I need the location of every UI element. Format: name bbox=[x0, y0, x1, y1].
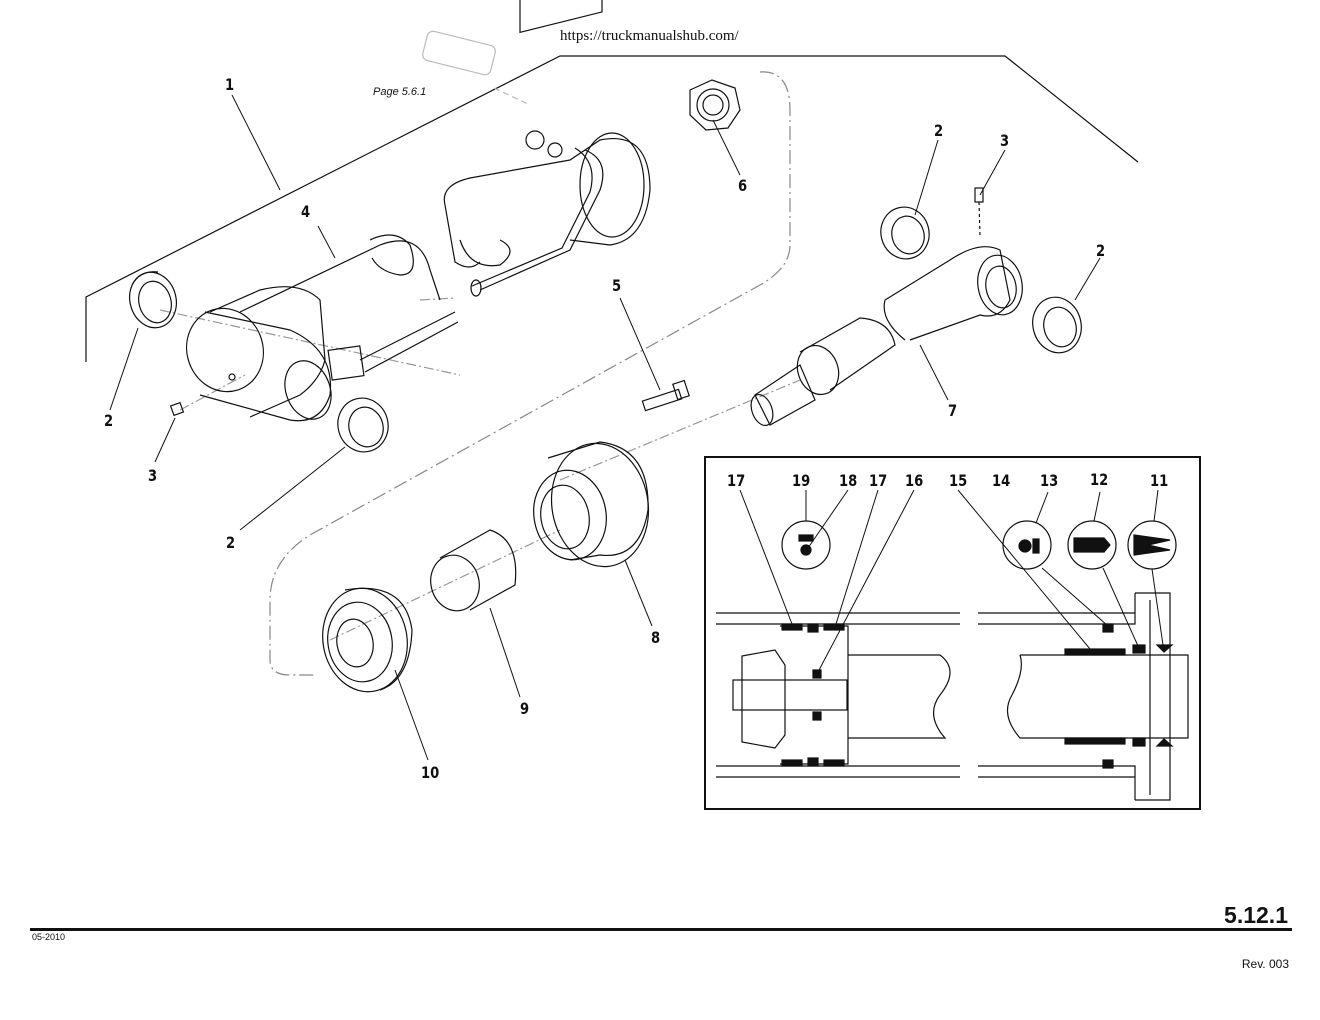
piston bbox=[322, 587, 413, 693]
grease-fitting-left bbox=[169, 401, 185, 417]
callout-8: 8 bbox=[651, 628, 661, 647]
detail-callout-12: 12 bbox=[1090, 470, 1109, 489]
callout-3: 3 bbox=[1000, 131, 1010, 150]
revision-date: 05-2010 bbox=[32, 932, 66, 942]
detail-callout-11: 11 bbox=[1150, 471, 1169, 490]
callout-5: 5 bbox=[612, 276, 622, 295]
callout-7: 7 bbox=[948, 401, 958, 420]
bushing-lower-left bbox=[337, 397, 389, 453]
detail-callout-14: 14 bbox=[992, 471, 1011, 490]
section-gland bbox=[978, 592, 1189, 801]
upper-cylinder bbox=[443, 0, 651, 297]
callout-10: 10 bbox=[421, 763, 440, 782]
revision-label: Rev. 003 bbox=[1241, 957, 1289, 971]
grease-fitting-right bbox=[974, 187, 984, 236]
detail-callout-19: 19 bbox=[792, 471, 811, 490]
source-url[interactable]: https://truckmanualshub.com/ bbox=[560, 28, 739, 44]
piston-rod bbox=[750, 317, 896, 427]
callout-4: 4 bbox=[301, 202, 311, 221]
rod-eye bbox=[883, 246, 1023, 341]
detail-callout-16: 16 bbox=[905, 471, 924, 490]
seal-detail-box bbox=[704, 456, 1201, 810]
bolt bbox=[641, 379, 690, 412]
detail-callout-17: 17 bbox=[869, 471, 888, 490]
gland-nut bbox=[689, 79, 741, 131]
callout-2: 2 bbox=[226, 533, 236, 552]
spacer-tube bbox=[430, 529, 517, 612]
bushing-lower-right bbox=[1032, 296, 1082, 354]
gland-housing bbox=[533, 441, 650, 568]
detail-callout-13: 13 bbox=[1040, 471, 1059, 490]
seal-symbols bbox=[781, 520, 1177, 570]
callout-1: 1 bbox=[225, 75, 235, 94]
hydraulic-fitting bbox=[422, 30, 531, 106]
cylinder-body bbox=[186, 234, 459, 422]
footer-rule bbox=[30, 928, 1292, 931]
callout-2: 2 bbox=[934, 121, 944, 140]
reference-page-label[interactable]: Page 5.6.1 bbox=[373, 86, 427, 98]
detail-callout-15: 15 bbox=[949, 471, 968, 490]
detail-callout-18: 18 bbox=[839, 471, 858, 490]
callout-3: 3 bbox=[148, 466, 158, 485]
bushing-upper-left bbox=[129, 271, 177, 329]
assembly-envelope bbox=[269, 71, 791, 676]
detail-leader-lines bbox=[739, 489, 1164, 673]
callout-2: 2 bbox=[104, 411, 114, 430]
assembly-panel-outline bbox=[85, 55, 1139, 362]
callout-2: 2 bbox=[1096, 241, 1106, 260]
page-number: 5.12.1 bbox=[1224, 902, 1288, 928]
bushing-upper-right bbox=[880, 206, 930, 260]
detail-callout-17: 17 bbox=[727, 471, 746, 490]
callout-6: 6 bbox=[738, 176, 748, 195]
leader-lines bbox=[109, 94, 1101, 761]
section-piston bbox=[716, 612, 960, 778]
callout-9: 9 bbox=[520, 699, 530, 718]
